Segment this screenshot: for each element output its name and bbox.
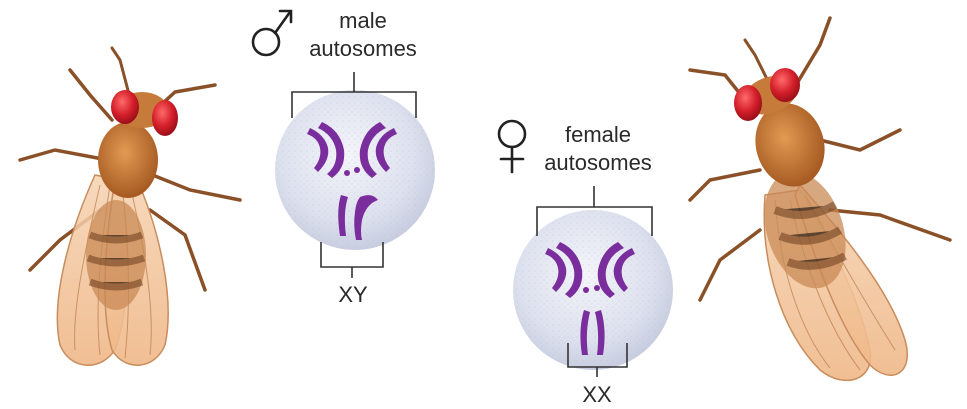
male-symbol-icon bbox=[253, 11, 291, 55]
male-label-line2: autosomes bbox=[298, 36, 428, 61]
female-label-line2: autosomes bbox=[533, 150, 663, 175]
fly-eye-icon bbox=[770, 68, 800, 102]
male-label-line1: male bbox=[308, 8, 418, 33]
fly-eye-icon bbox=[734, 85, 762, 121]
female-xx-label: XX bbox=[567, 382, 627, 407]
fly-eye-icon bbox=[152, 100, 178, 136]
male-fly-figure bbox=[20, 48, 240, 365]
fly-eye-icon bbox=[111, 90, 139, 124]
male-xy-label: XY bbox=[323, 282, 383, 307]
male-nucleus bbox=[275, 90, 435, 250]
female-fly-figure bbox=[690, 18, 950, 380]
female-label-line1: female bbox=[538, 122, 658, 147]
female-symbol-icon bbox=[499, 121, 525, 172]
